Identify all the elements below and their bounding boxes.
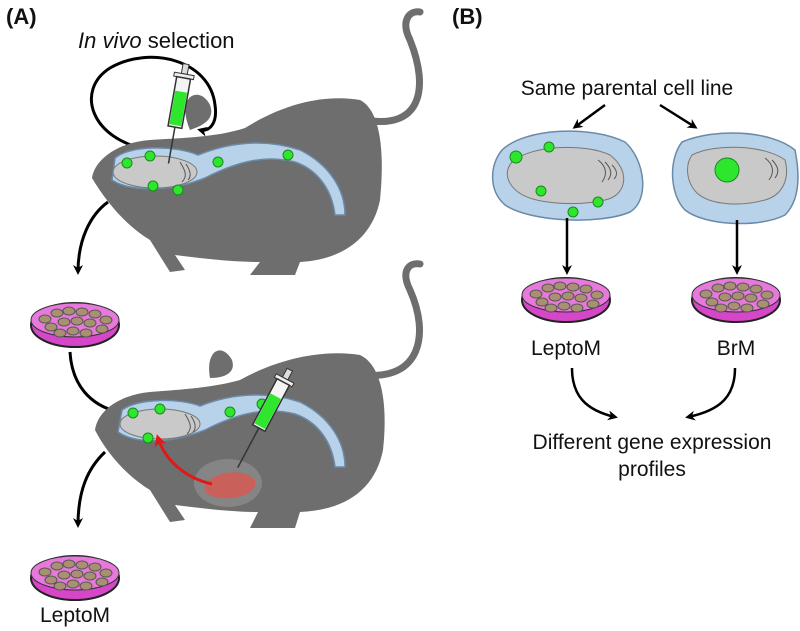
brain-parenchymal [671, 132, 799, 225]
leptom-label: LeptoM [531, 337, 601, 360]
syringe-icon [167, 62, 195, 164]
red-arrow [154, 434, 213, 486]
metastasis-dots-1 [121, 149, 294, 196]
arrow-source-left [572, 103, 606, 129]
petri-dish-icon [30, 302, 120, 348]
selection-text: selection [142, 28, 235, 53]
csf-brain-2 [117, 394, 346, 468]
liver-organ [194, 459, 262, 507]
syringe-icon [237, 367, 295, 469]
leptomeningeal-dots [509, 141, 604, 218]
result-label-line2: profiles [618, 458, 686, 481]
petri-dish-icon [521, 277, 611, 323]
arrow-mouse2-to-dish [73, 450, 107, 528]
arrow-source-right [659, 103, 698, 129]
brain-leptomeningeal [491, 130, 644, 221]
in-vivo-text: In vivo [78, 28, 142, 53]
arrow-dish-to-mouse2 [68, 351, 121, 416]
arrow-mouse1-to-dish [73, 200, 109, 275]
panel-a-label: (A) [6, 4, 37, 29]
arrow-leptom-to-result [570, 367, 618, 421]
panel-b-label: (B) [452, 4, 483, 29]
csf-brain-1 [111, 142, 346, 216]
in-vivo-selection-label: In vivo selection [78, 28, 235, 53]
arrow-brm-to-result [685, 367, 737, 421]
selection-loop-arrow [90, 55, 218, 152]
petri-dish-icon [691, 277, 781, 323]
source-label: Same parental cell line [521, 77, 733, 100]
parenchymal-tumor-dot [714, 157, 740, 183]
leptom-output-label: LeptoM [40, 604, 110, 627]
mouse-icon [95, 260, 424, 528]
result-label-line1: Different gene expression [533, 431, 772, 454]
petri-dish-icon [30, 555, 120, 601]
brm-label: BrM [717, 337, 756, 360]
mouse-icon [92, 8, 424, 275]
